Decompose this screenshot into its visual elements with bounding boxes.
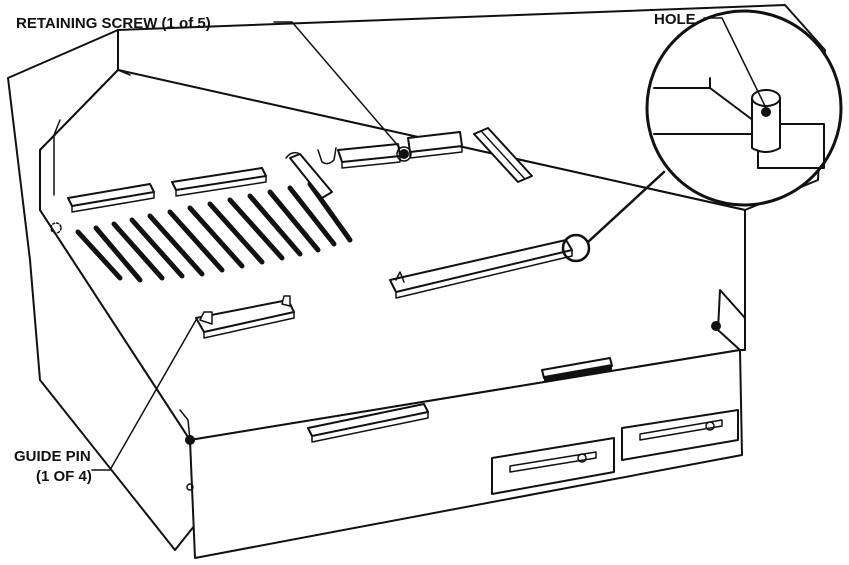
hole-leader [703, 17, 767, 109]
retaining-screw-right [711, 321, 721, 331]
board-connectors [67, 127, 613, 443]
guide-pin-magnified [751, 97, 781, 153]
chassis-body [7, 4, 826, 559]
retaining-screw-top [399, 149, 409, 159]
side-hole-icon [50, 222, 62, 234]
magnified-view [645, 9, 843, 207]
vent-slots [75, 181, 353, 283]
guide-pin-label: GUIDE PIN [14, 448, 91, 465]
front-panel [189, 349, 743, 559]
connector-diagonal [289, 153, 333, 199]
front-hole-icon [186, 483, 194, 491]
leader-lines [91, 17, 767, 471]
floppy-drive-left [491, 437, 615, 495]
hole-label: HOLE [654, 11, 696, 28]
retaining-screw-leader [273, 21, 401, 149]
hole-dot-icon [761, 107, 771, 117]
retaining-screw-label: RETAINING SCREW (1 of 5) [16, 15, 211, 32]
retaining-screws [50, 146, 721, 491]
guide-pin-count-label: (1 OF 4) [36, 468, 92, 485]
guide-pin-leader [91, 319, 197, 471]
floppy-drives [491, 409, 739, 495]
labels: RETAINING SCREW (1 of 5) HOLE GUIDE PIN … [14, 11, 696, 485]
retaining-screw-left [185, 435, 195, 445]
